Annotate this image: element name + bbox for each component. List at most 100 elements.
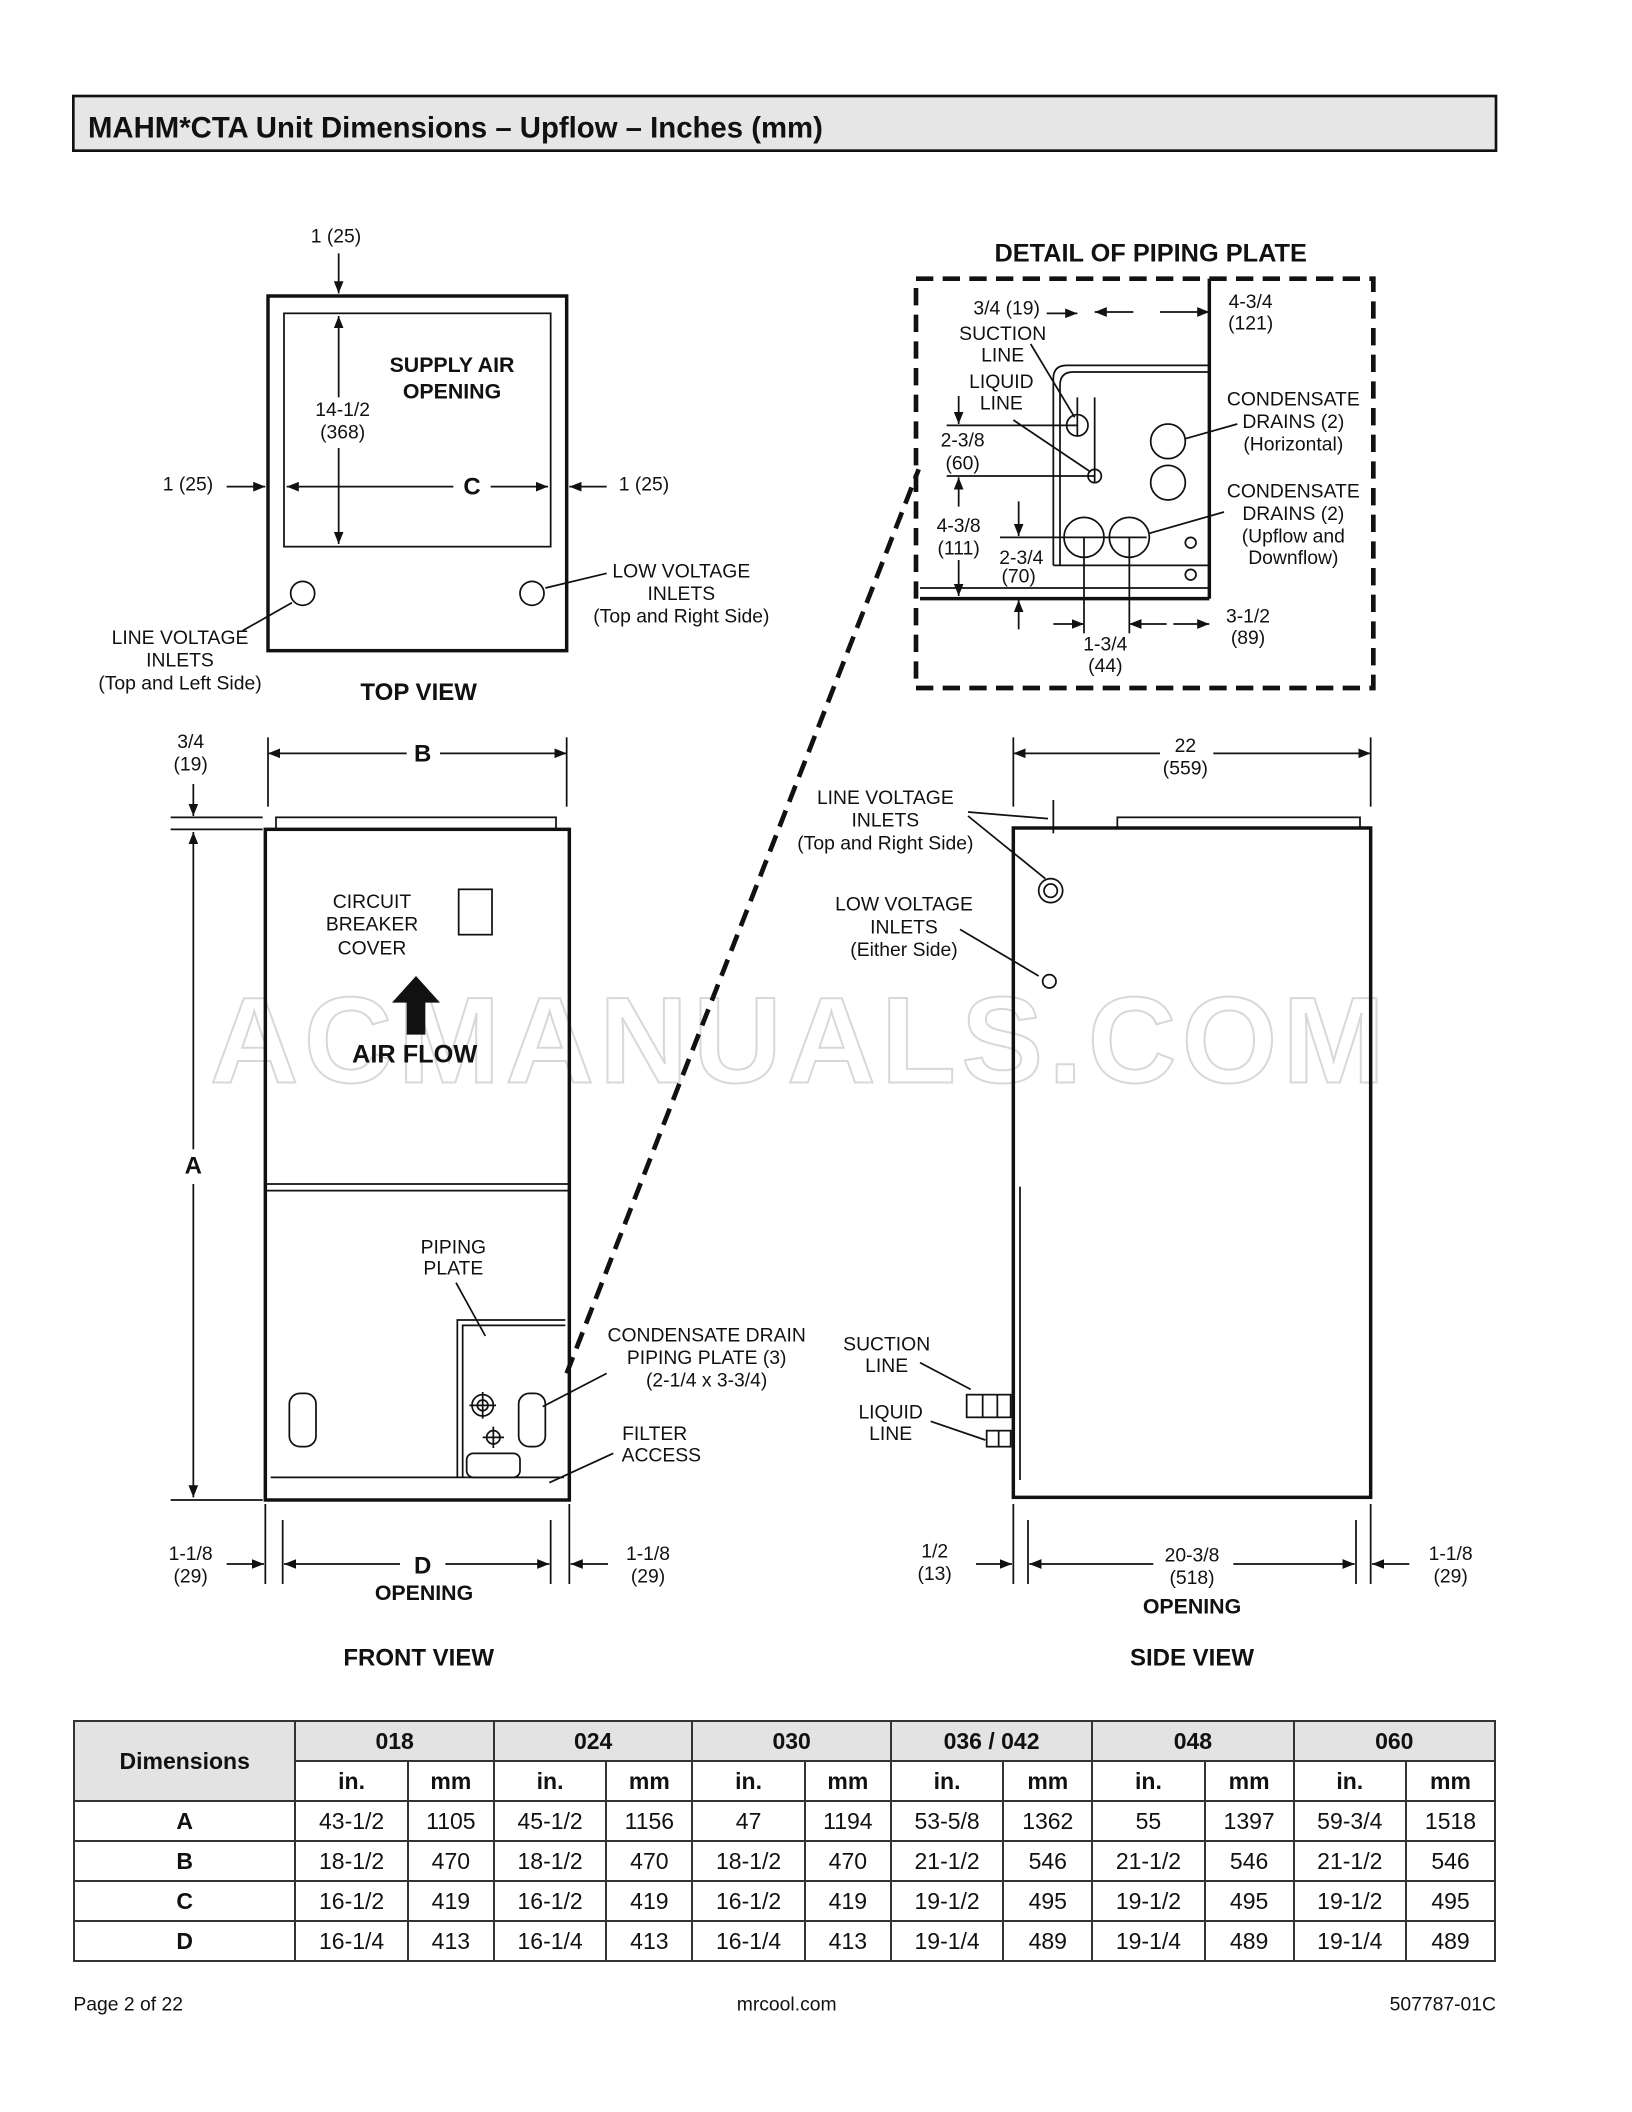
table-cell: 18-1/2 (492, 1840, 608, 1882)
table-cell: 1105 (406, 1800, 495, 1842)
table-cell: 21-1/2 (1292, 1840, 1408, 1882)
table-cell: 419 (803, 1880, 892, 1922)
callout-text: (Top and Left Side) (98, 673, 261, 694)
callout-text: CONDENSATE (1227, 481, 1360, 502)
callout-text: CIRCUIT (333, 892, 412, 913)
table-cell: 19-1/2 (1292, 1880, 1408, 1922)
table-cell: 16-1/2 (691, 1880, 806, 1922)
unit-header: mm (1203, 1760, 1295, 1802)
line-voltage-inlet-icon (1037, 877, 1064, 904)
callout-text: INLETS (851, 811, 919, 832)
table-cell: 413 (406, 1920, 495, 1962)
callout-text: ACCESS (622, 1445, 701, 1466)
unit-header: in. (691, 1760, 806, 1802)
dim-label: 1-3/4 (1083, 635, 1127, 656)
table-cell: 419 (605, 1880, 694, 1922)
table-cell: 1156 (605, 1800, 694, 1842)
callout-text: PLATE (423, 1259, 483, 1280)
callout-text: (2-1/4 x 3-3/4) (646, 1371, 767, 1392)
piping-plate-detail: DETAIL OF PIPING PLATE 3/4 (913, 239, 1376, 691)
dim-label: 1 (25) (163, 475, 214, 496)
table-cell: 413 (605, 1920, 694, 1962)
table-cell: 55 (1091, 1800, 1206, 1842)
dim-b-label: B (414, 740, 431, 767)
dimensions-table: Dimensions 018 024 030 036 / 042 048 060… (72, 1720, 1497, 1962)
dim-label: 1-1/8 (1429, 1544, 1473, 1565)
callout-text: INLETS (870, 917, 938, 938)
unit-header: in. (1292, 1760, 1408, 1802)
side-view-label: SIDE VIEW (1130, 1644, 1254, 1671)
table-cell: 43-1/2 (294, 1800, 409, 1842)
opening-label: OPENING (375, 1581, 473, 1605)
callout-text: CONDENSATE DRAIN (608, 1325, 806, 1346)
callout-text: LINE VOLTAGE (112, 628, 249, 649)
callout-text: (Upflow and (1242, 527, 1345, 548)
screw-icon (1184, 568, 1197, 581)
section-title-bar: MAHM*CTA Unit Dimensions – Upflow – Inch… (72, 94, 1498, 152)
callout-text: DRAINS (2) (1242, 412, 1344, 433)
dim-label: 1-1/8 (169, 1544, 213, 1565)
table-cell: 16-1/4 (492, 1920, 608, 1962)
callout-text: FILTER (622, 1424, 687, 1445)
table-cell: 489 (1405, 1920, 1496, 1962)
table-cell: 470 (803, 1840, 892, 1882)
circuit-breaker-cover (457, 888, 493, 936)
page-number: Page 2 of 22 (73, 1995, 183, 2016)
table-cell: 59-3/4 (1292, 1800, 1408, 1842)
dimension-label: A (72, 1800, 297, 1842)
table-cell: 1518 (1405, 1800, 1496, 1842)
model-header: 036 / 042 (889, 1720, 1094, 1762)
dim-label: (518) (1169, 1568, 1214, 1589)
dimension-label: C (72, 1880, 297, 1922)
dim-label: (19) (173, 755, 207, 776)
model-header: 030 (691, 1720, 892, 1762)
callout-text: LINE (865, 1356, 908, 1377)
table-cell: 16-1/4 (294, 1920, 409, 1962)
callout-text: Downflow) (1248, 548, 1338, 569)
low-voltage-inlet-icon (1041, 973, 1057, 989)
dim-label: 22 (1175, 736, 1197, 757)
unit-header: in. (492, 1760, 608, 1802)
table-cell: 45-1/2 (492, 1800, 608, 1842)
dim-label: 1-1/8 (626, 1544, 670, 1565)
table-cell: 1397 (1203, 1800, 1295, 1842)
front-view-label: FRONT VIEW (343, 1644, 494, 1671)
dim-label: (368) (320, 423, 365, 444)
callout-text: SUCTION (843, 1335, 930, 1356)
callout-text: LIQUID (969, 372, 1033, 393)
dim-label: (89) (1231, 628, 1265, 649)
table-cell: 19-1/4 (1091, 1920, 1206, 1962)
table-cell: 19-1/4 (1292, 1920, 1408, 1962)
unit-header: mm (605, 1760, 694, 1802)
detail-leader-line (564, 468, 921, 1375)
dim-label: (29) (1433, 1567, 1467, 1588)
callout-text: LOW VOLTAGE (612, 561, 750, 582)
dim-label: 4-3/4 (1229, 292, 1273, 313)
dim-label: 1 (25) (619, 475, 670, 496)
table-cell: 47 (691, 1800, 806, 1842)
dimension-label: D (72, 1920, 297, 1962)
callout-text: (Top and Right Side) (593, 607, 769, 628)
dim-label: 20-3/8 (1165, 1545, 1220, 1566)
dim-label: 3-1/2 (1226, 607, 1270, 628)
table-cell: 21-1/2 (1091, 1840, 1206, 1882)
table-cell: 546 (1203, 1840, 1295, 1882)
dim-label: (60) (945, 453, 979, 474)
table-cell: 16-1/4 (691, 1920, 806, 1962)
drain-icon (1149, 464, 1187, 501)
unit-header: mm (1405, 1760, 1496, 1802)
table-cell: 19-1/4 (889, 1920, 1005, 1962)
table-cell: 489 (1002, 1920, 1094, 1962)
supply-air-label: OPENING (403, 380, 501, 404)
table-cell: 495 (1405, 1880, 1496, 1922)
front-view: B 3/4 (19) A CIRCUIT BREAKER COVER AIR F… (169, 732, 806, 1671)
dim-label: (121) (1228, 313, 1273, 334)
table-cell: 18-1/2 (294, 1840, 409, 1882)
top-view: 1 (25) SUPPLY AIR OPENING 14-1/2 (368) C… (98, 227, 769, 706)
dim-d-label: D (414, 1552, 431, 1579)
screw-icon (1184, 536, 1197, 549)
